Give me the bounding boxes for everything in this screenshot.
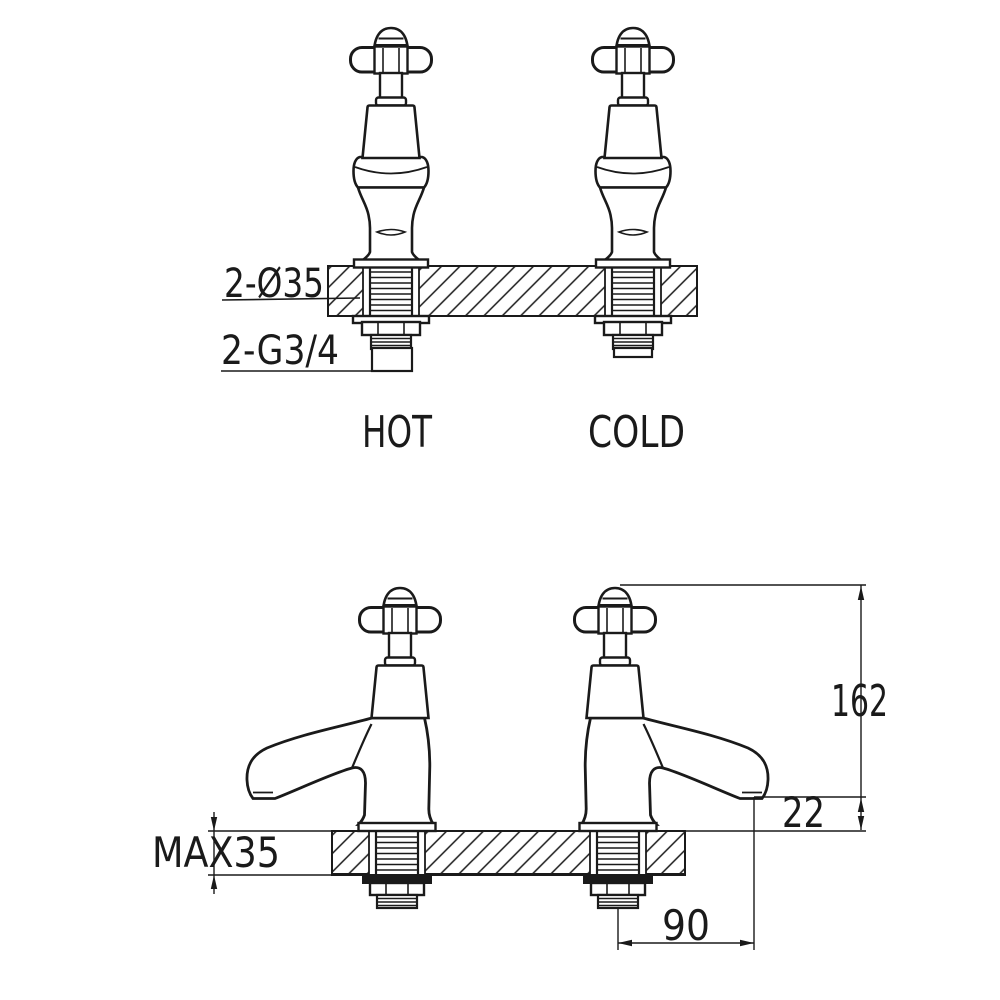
cold-tap-handle — [573, 586, 657, 720]
cold-tap-body — [594, 155, 672, 269]
hot-tap-handle — [349, 26, 433, 160]
hot-tap-fixing-set — [351, 314, 431, 351]
cold-tap-fixing-set — [582, 873, 654, 910]
cold-tap-front-view — [591, 26, 675, 269]
dimension-view: 162 22 MAX35 90 — [152, 584, 888, 950]
hot-tap-tail-tube — [370, 346, 414, 373]
dim-spout-reach: 90 — [662, 901, 710, 950]
label-hole-diameter: 2-Ø35 — [224, 261, 324, 307]
label-hot: HOT — [362, 407, 432, 458]
arrowhead-up-icon — [857, 798, 865, 812]
hot-tap-fixing-set — [361, 873, 433, 910]
arrowhead-up-icon — [210, 875, 218, 889]
arrowhead-left-icon — [618, 939, 632, 947]
cold-tap-handle — [591, 26, 675, 160]
label-tail-thread: 2-G3/4 — [221, 328, 339, 374]
dimension-lines — [208, 584, 866, 950]
cold-tap-fixing-set — [593, 314, 673, 351]
dimension-arrowheads — [210, 586, 865, 947]
arrowhead-right-icon — [740, 939, 754, 947]
hot-tap-side-view — [245, 586, 442, 833]
dim-overall-height: 162 — [831, 676, 888, 727]
leader-line-hole-diameter — [221, 297, 361, 301]
arrowhead-down-icon — [857, 816, 865, 830]
hot-tap-body — [352, 155, 430, 269]
hot-tap-deck-hole — [361, 264, 421, 318]
cold-tap-spout-body — [578, 716, 770, 833]
installation-view: 2-Ø35 2-G3/4 HOT COLD — [221, 26, 698, 458]
cold-tap-deck-hole — [603, 264, 663, 318]
dim-spout-to-deck: 22 — [782, 788, 825, 837]
cold-tap-deck-hole — [588, 829, 648, 877]
hot-tap-spout-body — [245, 716, 437, 833]
hot-tap-front-view — [349, 26, 433, 269]
label-cold: COLD — [588, 407, 685, 458]
cold-tap-side-view — [573, 586, 770, 833]
arrowhead-up-icon — [857, 586, 865, 600]
hot-tap-handle — [358, 586, 442, 720]
arrowhead-down-icon — [210, 817, 218, 831]
cold-tap-tail-tube — [612, 346, 654, 359]
hot-tap-deck-hole — [367, 829, 427, 877]
dim-max-deck-thickness: MAX35 — [152, 828, 280, 877]
